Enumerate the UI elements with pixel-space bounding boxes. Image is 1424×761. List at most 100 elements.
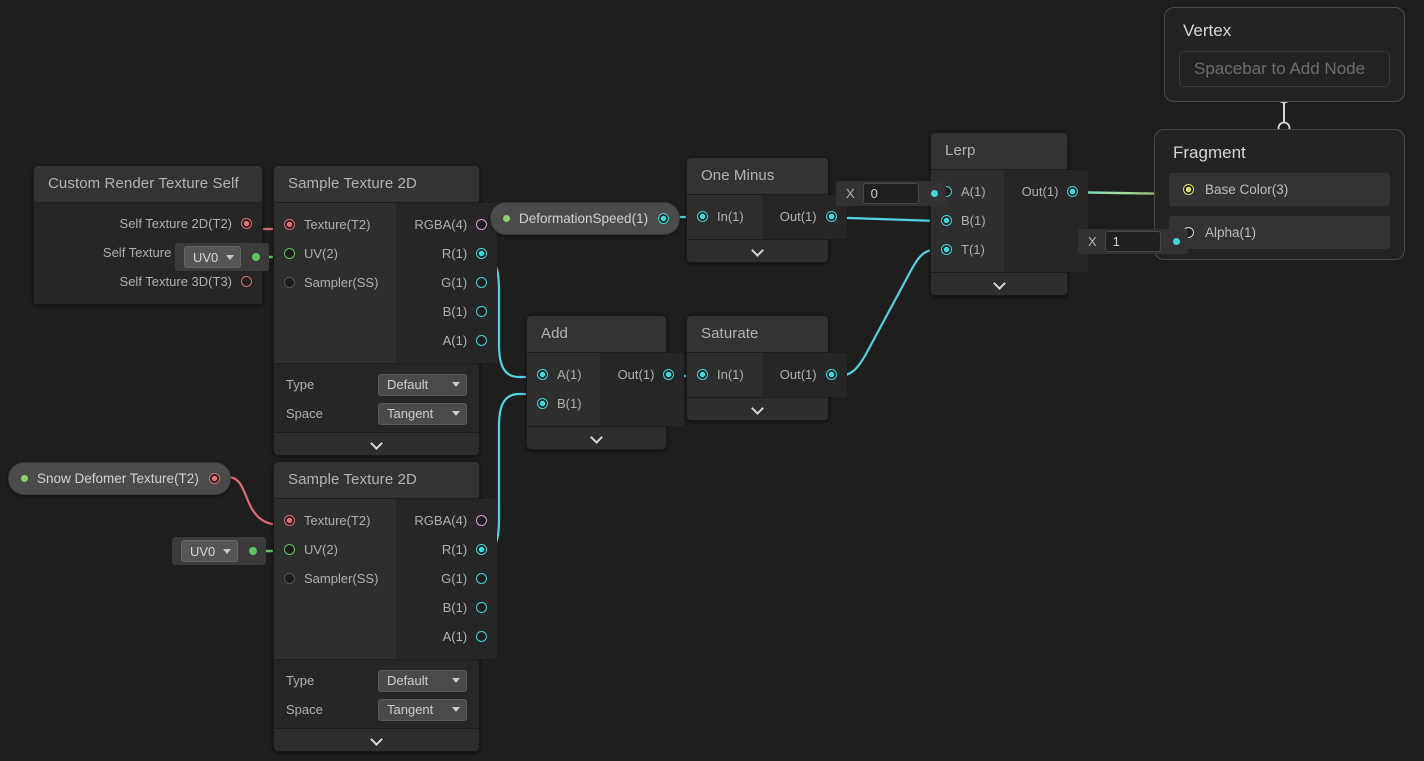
node-add[interactable]: Add A(1) B(1) Out(1) (526, 315, 685, 450)
slot-icon[interactable] (284, 515, 295, 526)
output-port-a[interactable]: A(1) (396, 622, 497, 651)
slot-icon[interactable] (284, 544, 295, 555)
output-port-g[interactable]: G(1) (396, 564, 497, 593)
input-port-uv[interactable]: UV(2) (274, 239, 396, 268)
slot-icon[interactable] (697, 211, 708, 222)
input-port-b[interactable]: B(1) (931, 206, 1004, 235)
input-port-texture[interactable]: Texture(T2) (274, 506, 396, 535)
input-port-t[interactable]: T(1) (931, 235, 1004, 264)
slot-icon[interactable] (537, 369, 548, 380)
uv-output-dot[interactable] (249, 547, 258, 555)
output-port-rgba[interactable]: RGBA(4) (396, 210, 497, 239)
slot-icon[interactable] (825, 369, 837, 380)
input-port-texture[interactable]: Texture(T2) (274, 210, 396, 239)
slot-icon[interactable] (476, 515, 488, 526)
fragment-block-alpha[interactable]: Alpha(1) (1169, 216, 1390, 249)
setting-type[interactable]: Type Default (274, 666, 479, 695)
space-dropdown[interactable]: Tangent (378, 698, 467, 721)
uv-output-dot[interactable] (252, 253, 261, 261)
slot-icon[interactable] (663, 369, 675, 380)
slot-icon[interactable] (941, 215, 952, 226)
collapse-toggle[interactable] (687, 239, 828, 262)
node-sample-texture-2d-bottom[interactable]: Sample Texture 2D Texture(T2) UV(2) Samp… (273, 461, 498, 752)
slot-icon[interactable] (284, 219, 295, 230)
space-dropdown[interactable]: Tangent (378, 402, 467, 425)
slot-icon[interactable] (476, 602, 488, 613)
slot-icon[interactable] (476, 335, 488, 346)
slot-icon[interactable] (241, 218, 252, 229)
slot-icon[interactable] (941, 244, 952, 255)
output-port-self-texture-3d[interactable]: Self Texture 3D(T3) (34, 267, 262, 296)
input-port-uv[interactable]: UV(2) (274, 535, 396, 564)
output-port-r[interactable]: R(1) (396, 239, 497, 268)
setting-type[interactable]: Type Default (274, 370, 479, 399)
setting-space[interactable]: Space Tangent (274, 399, 479, 428)
uv-select[interactable]: UV0 (184, 246, 242, 268)
value-input[interactable]: 1 (1104, 231, 1161, 252)
input-port-in[interactable]: In(1) (687, 202, 762, 231)
input-port-sampler[interactable]: Sampler(SS) (274, 268, 396, 297)
collapse-toggle[interactable] (527, 426, 666, 449)
property-snow-deformer-texture[interactable]: Snow Defomer Texture(T2) (8, 462, 231, 495)
value-field-lerp-a[interactable]: X 0 (836, 181, 946, 206)
value-output-dot[interactable] (1172, 238, 1180, 245)
output-port-g[interactable]: G(1) (396, 268, 497, 297)
node-sample-texture-2d-top[interactable]: Sample Texture 2D Texture(T2) UV(2) Samp… (273, 165, 498, 456)
slot-icon[interactable] (697, 369, 708, 380)
collapse-toggle[interactable] (274, 432, 479, 455)
slot-icon[interactable] (658, 213, 670, 224)
slot-icon[interactable] (476, 631, 488, 642)
slot-icon[interactable] (476, 248, 488, 259)
value-output-dot[interactable] (930, 190, 938, 197)
slot-icon[interactable] (476, 219, 488, 230)
uv-dropdown-bottom[interactable]: UV0 (172, 537, 267, 565)
slot-icon[interactable] (1067, 186, 1079, 197)
output-port-out[interactable]: Out(1) (762, 360, 847, 389)
master-node-fragment[interactable]: Fragment Base Color(3) Alpha(1) (1154, 129, 1405, 260)
master-node-vertex[interactable]: Vertex Spacebar to Add Node (1164, 7, 1405, 102)
output-port-b[interactable]: B(1) (396, 297, 497, 326)
property-deformation-speed[interactable]: DeformationSpeed(1) (490, 202, 681, 235)
value-field-fragment-alpha[interactable]: X 1 (1078, 229, 1188, 254)
output-port-a[interactable]: A(1) (396, 326, 497, 355)
setting-space[interactable]: Space Tangent (274, 695, 479, 724)
input-port-b[interactable]: B(1) (527, 389, 600, 418)
output-port-out[interactable]: Out(1) (1004, 177, 1089, 206)
output-port-b[interactable]: B(1) (396, 593, 497, 622)
node-custom-render-texture-self[interactable]: Custom Render Texture Self Self Texture … (33, 165, 263, 305)
output-port-out[interactable]: Out(1) (762, 202, 847, 231)
slot-icon[interactable] (476, 306, 488, 317)
fragment-block-base-color[interactable]: Base Color(3) (1169, 173, 1390, 206)
slot-icon[interactable] (284, 573, 295, 584)
slot-icon[interactable] (476, 277, 488, 288)
output-port-r[interactable]: R(1) (396, 535, 497, 564)
node-one-minus[interactable]: One Minus In(1) Out(1) (686, 157, 847, 263)
input-port-in[interactable]: In(1) (687, 360, 762, 389)
collapse-toggle[interactable] (274, 728, 479, 751)
slot-icon[interactable] (825, 211, 837, 222)
uv-select[interactable]: UV0 (181, 540, 239, 562)
slot-icon[interactable] (476, 573, 488, 584)
slot-icon[interactable] (1183, 184, 1194, 195)
collapse-toggle[interactable] (931, 272, 1067, 295)
slot-icon[interactable] (241, 276, 252, 287)
slot-icon[interactable] (537, 398, 548, 409)
slot-icon[interactable] (208, 473, 220, 484)
output-port-out[interactable]: Out(1) (600, 360, 685, 389)
node-saturate[interactable]: Saturate In(1) Out(1) (686, 315, 847, 421)
value-input[interactable]: 0 (862, 183, 919, 204)
input-port-a[interactable]: A(1) (527, 360, 600, 389)
vertex-add-node-placeholder[interactable]: Spacebar to Add Node (1179, 51, 1390, 87)
collapse-toggle[interactable] (687, 397, 828, 420)
type-dropdown[interactable]: Default (378, 669, 467, 692)
uv-dropdown-top[interactable]: UV0 (175, 243, 270, 271)
slot-icon[interactable] (284, 277, 295, 288)
output-port-rgba[interactable]: RGBA(4) (396, 506, 497, 535)
input-port-sampler[interactable]: Sampler(SS) (274, 564, 396, 593)
type-dropdown[interactable]: Default (378, 373, 467, 396)
node-lerp[interactable]: Lerp A(1) B(1) T(1) Out(1) (930, 132, 1089, 296)
output-port-self-texture-2d[interactable]: Self Texture 2D(T2) (34, 209, 262, 238)
slot-icon[interactable] (476, 544, 488, 555)
slot-icon[interactable] (284, 248, 295, 259)
